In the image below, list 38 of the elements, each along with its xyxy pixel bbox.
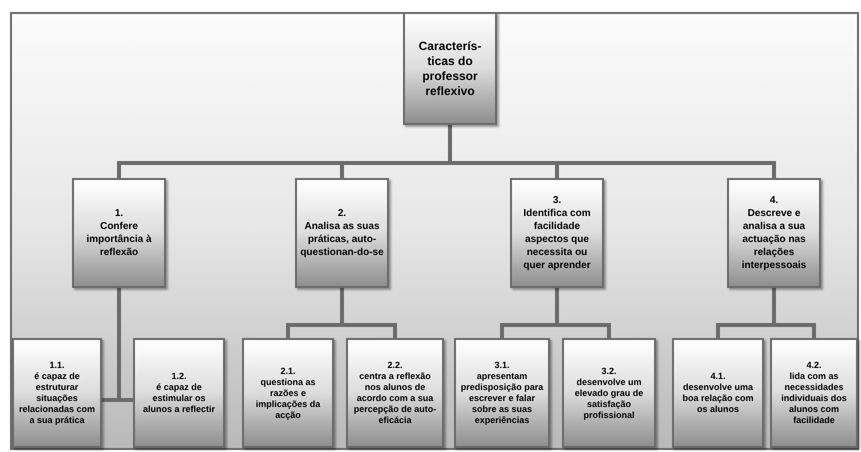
process-box	[12, 338, 102, 448]
box-text: lida com as necessidades individuais dos alunos com facilidade	[780, 371, 848, 426]
box-text: centra a reflexão nos alunos de acordo com a sua percepção de auto-eficácia	[352, 371, 438, 426]
item-number: 4.	[770, 194, 778, 207]
process-box	[242, 338, 334, 448]
box-text: Identifica com facilidade aspectos que necessita ou quer aprender	[522, 207, 592, 272]
process-box	[72, 178, 166, 288]
item-number: 4.1.	[710, 371, 726, 382]
box-text: é capaz de estruturar situações relacionadas com a sua prática	[18, 371, 96, 426]
box-text: Analisa as suas práticas, auto-questionan-do-se	[300, 220, 384, 259]
process-box	[454, 338, 550, 448]
item-number: 2.2.	[387, 360, 402, 371]
box-text: desenvolve uma boa relação com os alunos	[681, 382, 755, 415]
process-box	[346, 338, 444, 448]
box-text: questiona as razões e implicações da acção	[254, 376, 322, 420]
box-text: Descreve e analisa a sua actuação nas relações interpessoais	[740, 207, 808, 272]
box-text: Confere importância à reflexão	[85, 220, 153, 259]
item-number: 1.1.	[49, 360, 64, 371]
box-text: desenvolve um elevado grau de satisfação profissional	[574, 376, 644, 420]
item-number: 1.	[114, 207, 124, 220]
item-number: 2.1.	[280, 366, 296, 376]
process-box	[133, 338, 225, 448]
process-box	[562, 338, 656, 448]
process-box	[403, 12, 497, 125]
item-number: 3.	[552, 194, 562, 207]
process-box	[672, 338, 764, 448]
item-number: 2.	[338, 207, 346, 220]
item-number: 4.2.	[806, 360, 822, 371]
process-box	[295, 178, 389, 288]
item-number: 3.2.	[601, 366, 616, 376]
item-number: 1.2.	[171, 371, 186, 382]
process-box	[727, 178, 821, 288]
process-box	[510, 178, 604, 288]
process-box	[770, 338, 858, 448]
item-number: 3.1.	[494, 360, 510, 371]
box-text: é capaz de estimular os alunos a reflectir	[142, 382, 216, 415]
box-text: Caracterís-ticas do professor reflexivo	[418, 38, 482, 98]
box-text: apresentam predisposição para escrever e falar sobre as suas experiências	[460, 371, 544, 426]
